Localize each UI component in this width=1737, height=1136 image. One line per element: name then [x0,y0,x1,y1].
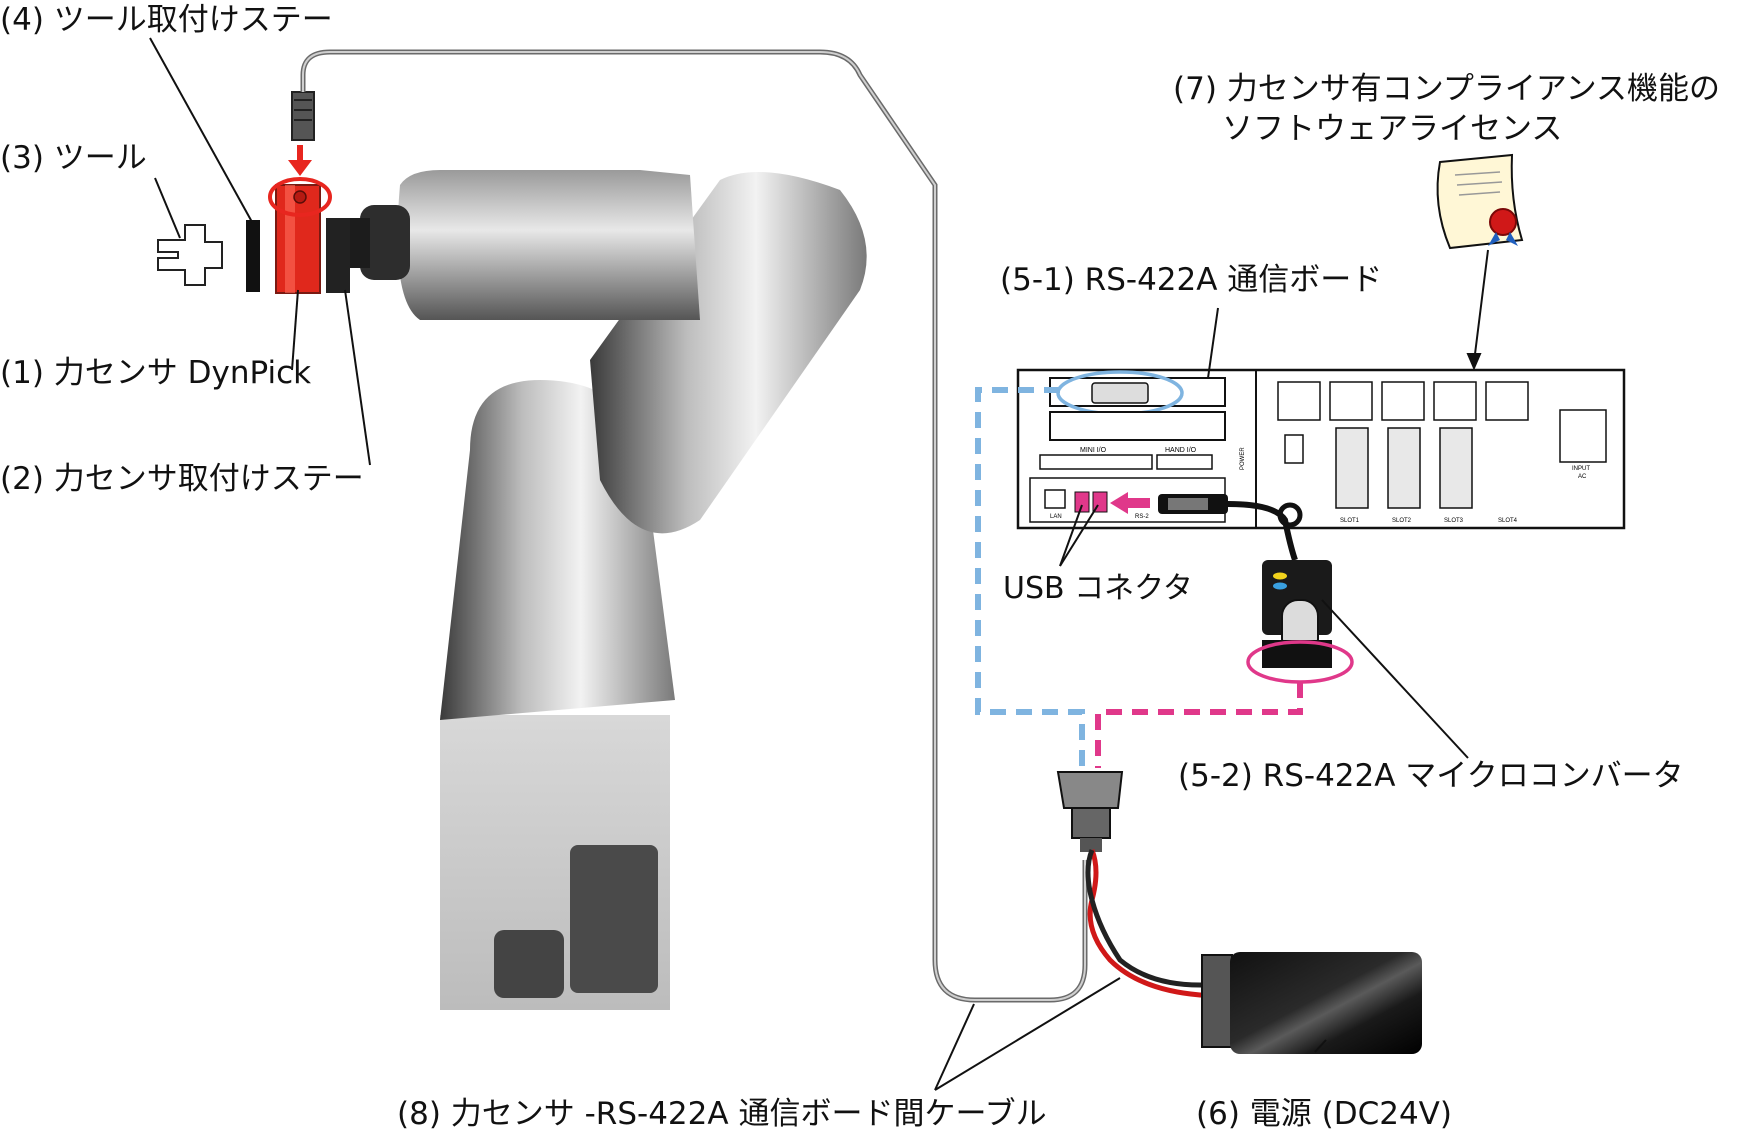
usb-insert-arrow [1110,492,1128,514]
input-text-1: INPUT [1572,466,1590,472]
robot-base-port [570,845,658,993]
slot4-text: SLOT4 [1498,518,1518,524]
hand-io-port [1156,454,1213,470]
label-force-sensor: (1) 力センサ DynPick [0,355,312,391]
force-sensor-highlight [285,185,295,293]
connector-highlight [268,177,332,217]
db9-port [1091,382,1149,404]
label-micro-converter: (5-2) RS-422A マイクロコンバータ [1178,758,1684,794]
label-tool-stay: (4) ツール取付けステー [0,2,333,38]
usb-port-1 [1074,491,1090,513]
label-cable: (8) 力センサ -RS-422A 通信ボード間ケーブル [397,1096,1047,1132]
label-usb-connector: USB コネクタ [1003,571,1193,606]
power-text: POWER [1240,447,1246,470]
slot-modules [1277,381,1529,509]
slot3-text: SLOT3 [1444,518,1464,524]
robot-controller: MINI I/O HAND I/O LAN RS-2 SLOT1 SLOT2 S… [1016,368,1626,530]
psu-body [1230,952,1422,1054]
psu-terminal [1201,954,1233,1048]
lan-port [1044,489,1066,509]
board-link-dashed [975,387,1085,768]
ac-inlet [1559,409,1607,463]
tool-icon [157,224,223,286]
robot-wrist [360,205,410,280]
robot-upper-arm [590,172,867,534]
power-wire-red [1087,849,1222,998]
tool-stay [246,220,260,292]
sensor-stay [326,218,350,293]
power-switch [1284,434,1304,464]
rs2-text: RS-2 [1135,514,1149,520]
license-certificate-icon [1436,153,1524,250]
label-sensor-stay: (2) 力センサ取付けステー [0,461,364,497]
label-license-line2: ソフトウェアライセンス [1222,111,1563,147]
power-supply [1201,952,1422,1054]
robot-forearm [397,170,700,320]
label-comm-board: (5-1) RS-422A 通信ボード [1000,262,1383,298]
robot-arm [345,170,867,1010]
cable-dsub-connector [1056,771,1124,852]
micro-converter [1246,560,1354,684]
label-tool: (3) ツール [0,140,147,176]
label-license-line1: (7) 力センサ有コンプライアンス機能の [1173,71,1720,107]
converter-link-dashed [1095,682,1303,768]
mini-io-port [1039,454,1153,470]
slot2-text: SLOT2 [1392,518,1412,524]
tool-assembly [157,91,350,294]
mini-io-text: MINI I/O [1080,447,1107,454]
leader-lines [149,37,1489,1091]
label-power-supply: (6) 電源 (DC24V) [1196,1096,1452,1132]
input-text-2: AC [1578,474,1587,480]
slot1-text: SLOT1 [1340,518,1360,524]
robot-base-connector [494,930,564,998]
lan-text: LAN [1050,514,1062,520]
power-wire-black [1085,849,1222,988]
usb-cable [1110,492,1303,561]
hand-io-text: HAND I/O [1165,447,1197,454]
